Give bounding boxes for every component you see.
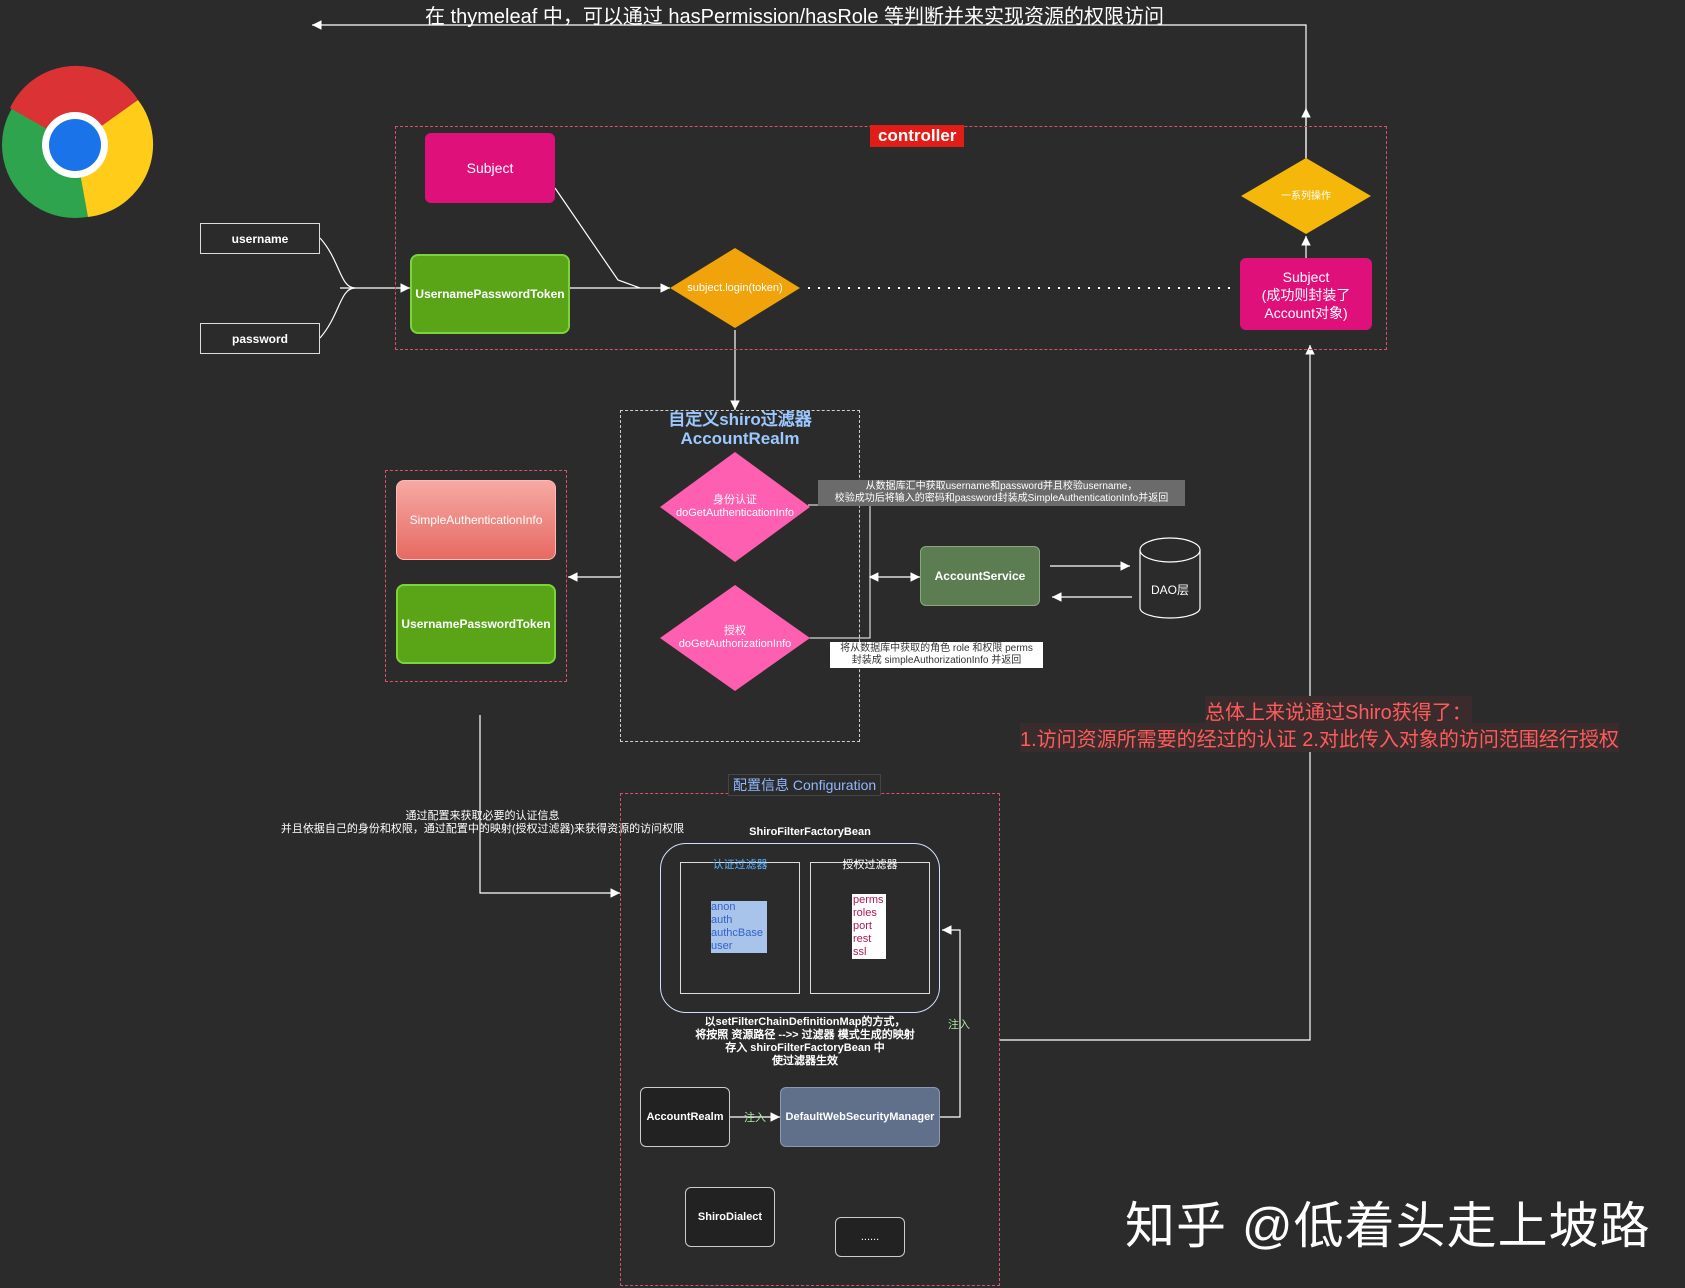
factory-container	[660, 843, 940, 1013]
authz-diamond	[660, 585, 810, 691]
header-text: 在 thymeleaf 中，可以通过 hasPermission/hasRole…	[425, 6, 1165, 28]
inject-label-manager: 注入	[948, 1019, 970, 1031]
config-desc-line1: 以setFilterChainDefinitionMap的方式，	[704, 1016, 906, 1028]
factory-title: ShiroFilterFactoryBean	[749, 826, 871, 838]
summary-line1: 总体上来说通过Shiro获得了：	[1205, 696, 1472, 725]
authz-note-line1: 将从数据库中获取的角色 role 和权限 perms	[840, 643, 1033, 654]
authz-item: rest	[853, 933, 872, 945]
series-ops-label: 一系列操作	[1281, 191, 1331, 202]
summary-line2: 1.访问资源所需要的经过的认证 2.对此传入对象的访问范围经行授权	[1020, 723, 1619, 752]
config-desc-line3: 存入 shiroFilterFactoryBean 中	[725, 1042, 885, 1054]
authn-note-line1: 从数据库汇中获取username和password并且校验username，	[865, 481, 1138, 492]
authn-item: auth	[711, 914, 767, 927]
left-info-group	[385, 470, 567, 682]
authz-filter-title: 授权过滤器	[842, 859, 898, 871]
subject-result-line2: (成功则封装了	[1261, 287, 1351, 303]
dao-cylinder	[1139, 537, 1201, 619]
password-field: password	[200, 323, 320, 354]
left-note-line1: 通过配置来获取必要的认证信息	[405, 810, 560, 822]
authn-filter-list: anon auth authcBase user	[711, 901, 767, 953]
subject-result-line1: Subject	[1282, 269, 1330, 285]
config-desc-line2: 将按照 资源路径 -->> 过滤器 模式生成的映射	[695, 1029, 915, 1041]
authz-filter-box	[810, 862, 930, 994]
authn-item: anon	[711, 901, 767, 914]
config-title: 配置信息 Configuration	[728, 774, 882, 796]
realm-title: 自定义shiro过滤器 AccountRealm	[620, 410, 860, 448]
watermark: 知乎 @低着头走上坡路	[1125, 1198, 1651, 1254]
subject-result-line3: Account对象)	[1264, 305, 1348, 321]
config-account-realm-box: AccountRealm	[640, 1087, 730, 1147]
browser-logo-icon	[2, 65, 154, 218]
realm-title-line2: AccountRealm	[680, 429, 800, 448]
simple-auth-info-box: SimpleAuthenticationInfo	[396, 480, 556, 560]
realm-region	[620, 410, 860, 742]
subject-result-box: Subject (成功则封装了 Account对象)	[1240, 258, 1372, 330]
realm-title-line1: 自定义shiro过滤器	[668, 410, 812, 429]
left-note-line2: 并且依据自己的身份和权限，通过配置中的映射(授权过滤器)来获得资源的访问权限	[280, 823, 685, 835]
authz-note: 将从数据库中获取的角色 role 和权限 perms 封装成 simpleAut…	[830, 642, 1043, 668]
authn-item: authcBase	[711, 927, 767, 940]
token-box: UsernamePasswordToken	[410, 254, 570, 334]
username-wire	[319, 237, 356, 289]
authn-note-line2: 校验成功后将输入的密码和password封装成SimpleAuthenticat…	[834, 493, 1169, 504]
subject-box: Subject	[425, 133, 555, 203]
manager-to-factory-arrow	[940, 925, 961, 1118]
authz-label-line1: 授权	[724, 625, 746, 637]
left-note: 通过配置来获取必要的认证信息 并且依据自己的身份和权限，通过配置中的映射(授权过…	[250, 810, 715, 836]
authn-filter-title: 认证过滤器	[712, 859, 768, 871]
authz-item: ssl	[853, 946, 867, 958]
authz-label: 授权 doGetAuthorizationInfo	[660, 625, 810, 651]
login-label: subject.login(token)	[687, 282, 783, 294]
inject-label-realm: 注入	[744, 1112, 766, 1124]
dao-label: DAO层	[1150, 582, 1189, 597]
authn-filter-box	[680, 862, 800, 994]
password-wire	[319, 287, 356, 339]
shiro-dialect-box: ShiroDialect	[685, 1187, 775, 1247]
config-desc-line4: 使过滤器生效	[772, 1055, 838, 1067]
authn-label-line2: doGetAuthenticationInfo	[675, 507, 795, 519]
left-token-box: UsernamePasswordToken	[396, 584, 556, 664]
authn-label: 身份认证 doGetAuthenticationInfo	[660, 494, 810, 520]
more-box: ......	[835, 1217, 905, 1257]
authn-note: 从数据库汇中获取username和password并且校验username， 校…	[818, 480, 1185, 506]
security-manager-box: DefaultWebSecurityManager	[780, 1087, 940, 1147]
authz-note-line2: 封装成 simpleAuthorizationInfo 并返回	[851, 655, 1022, 666]
authz-label-line2: doGetAuthorizationInfo	[678, 638, 792, 650]
series-ops-diamond	[1241, 158, 1371, 234]
authn-diamond	[660, 452, 810, 562]
authz-item: perms	[853, 894, 884, 906]
username-field: username	[200, 223, 320, 254]
authz-item: roles	[853, 907, 877, 919]
login-diamond	[670, 248, 800, 328]
authn-item: user	[711, 940, 767, 953]
config-to-result-arrow	[1000, 345, 1315, 1041]
subject-to-login-wire	[554, 187, 641, 289]
authn-label-line1: 身份认证	[713, 494, 757, 506]
authz-filter-list: perms roles port rest ssl	[852, 894, 886, 959]
authz-item: port	[853, 920, 872, 932]
account-service-box: AccountService	[920, 546, 1040, 606]
left-to-config-arrow	[479, 715, 620, 898]
controller-label: controller	[870, 125, 965, 147]
config-description: 以setFilterChainDefinitionMap的方式， 将按照 资源路…	[640, 1016, 970, 1068]
